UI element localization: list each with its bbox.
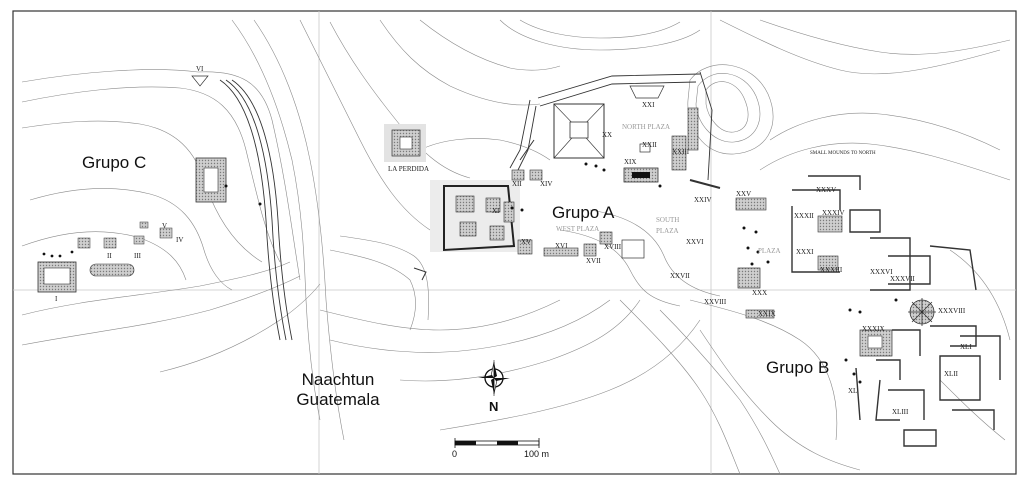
structure-label: XXI bbox=[642, 101, 655, 109]
north-arrow bbox=[478, 360, 510, 396]
south-plaza-label-1: SOUTH bbox=[656, 216, 680, 224]
map-frame bbox=[12, 10, 1017, 475]
structure-label: VI bbox=[196, 65, 204, 73]
grupo-c-structures bbox=[37, 75, 227, 293]
grupo-b-structures bbox=[735, 175, 1001, 447]
structure-label: XXIII bbox=[672, 148, 690, 156]
structure-label: XXXVIII bbox=[938, 307, 966, 315]
structure-label: V bbox=[162, 222, 168, 230]
site-title: Naachtun Guatemala bbox=[280, 370, 396, 410]
structure-label: XV bbox=[521, 238, 532, 246]
grupo-a-label: Grupo A bbox=[552, 203, 615, 222]
structure-label: XI bbox=[492, 207, 500, 215]
la-perdida-label: LA PERDIDA bbox=[388, 165, 430, 173]
structure-label: XXIX bbox=[758, 310, 776, 318]
structure-label: XVIII bbox=[604, 243, 622, 251]
north-plaza-label: NORTH PLAZA bbox=[622, 123, 670, 131]
structure-label: XLI bbox=[960, 343, 972, 351]
structure-label: XIX bbox=[624, 158, 637, 166]
structure-label: XXXII bbox=[794, 212, 814, 220]
site-name: Naachtun bbox=[301, 370, 375, 389]
country-name: Guatemala bbox=[296, 390, 380, 409]
structure-label: XXVI bbox=[686, 238, 704, 246]
east-plaza-label: PLAZA bbox=[758, 247, 781, 255]
structure-label: IV bbox=[176, 236, 184, 244]
causeways bbox=[219, 71, 713, 341]
structure-label: XXVIII bbox=[704, 298, 727, 306]
la-perdida-pyramid bbox=[384, 124, 426, 162]
small-mounds-label: SMALL MOUNDS TO NORTH bbox=[810, 151, 876, 156]
structure-label: XXXIV bbox=[822, 209, 845, 217]
west-plaza-label: WEST PLAZA bbox=[556, 225, 600, 233]
south-plaza-label-2: PLAZA bbox=[656, 227, 679, 235]
structure-label: XL bbox=[848, 387, 858, 395]
structure-label: XXX bbox=[752, 289, 768, 297]
scale-end-label: 100 m bbox=[524, 449, 550, 459]
grupo-b-label: Grupo B bbox=[766, 358, 830, 377]
scale-bar bbox=[454, 438, 540, 448]
stela-markers bbox=[42, 162, 898, 384]
structure-label: XXXIX bbox=[862, 325, 885, 333]
grupo-c-label: Grupo C bbox=[82, 153, 147, 172]
structure-label: XXIV bbox=[694, 196, 712, 204]
structure-label: XXVII bbox=[670, 272, 690, 280]
structure-label: XXXIII bbox=[820, 266, 843, 274]
structure-label: XII bbox=[512, 180, 522, 188]
structure-label: XVI bbox=[555, 242, 568, 250]
grupo-a-structures bbox=[413, 85, 721, 281]
structure-label: II bbox=[107, 252, 112, 260]
structure-label: XXV bbox=[736, 190, 752, 198]
structure-label: XXII bbox=[642, 141, 657, 149]
scale-start-label: 0 bbox=[452, 449, 458, 459]
structure-label: XVII bbox=[586, 257, 601, 265]
structure-label: XXXV bbox=[816, 186, 837, 194]
structure-label: XX bbox=[602, 131, 613, 139]
structure-label: XXXVII bbox=[890, 275, 915, 283]
structure-label: XXXVI bbox=[870, 268, 893, 276]
structure-label: III bbox=[134, 252, 141, 260]
north-label: N bbox=[489, 399, 499, 414]
structure-label: XLIII bbox=[892, 408, 909, 416]
structure-label: XIV bbox=[540, 180, 553, 188]
structure-label: XXXI bbox=[796, 248, 814, 256]
structure-label: I bbox=[55, 295, 58, 303]
structure-label: XLII bbox=[944, 370, 958, 378]
